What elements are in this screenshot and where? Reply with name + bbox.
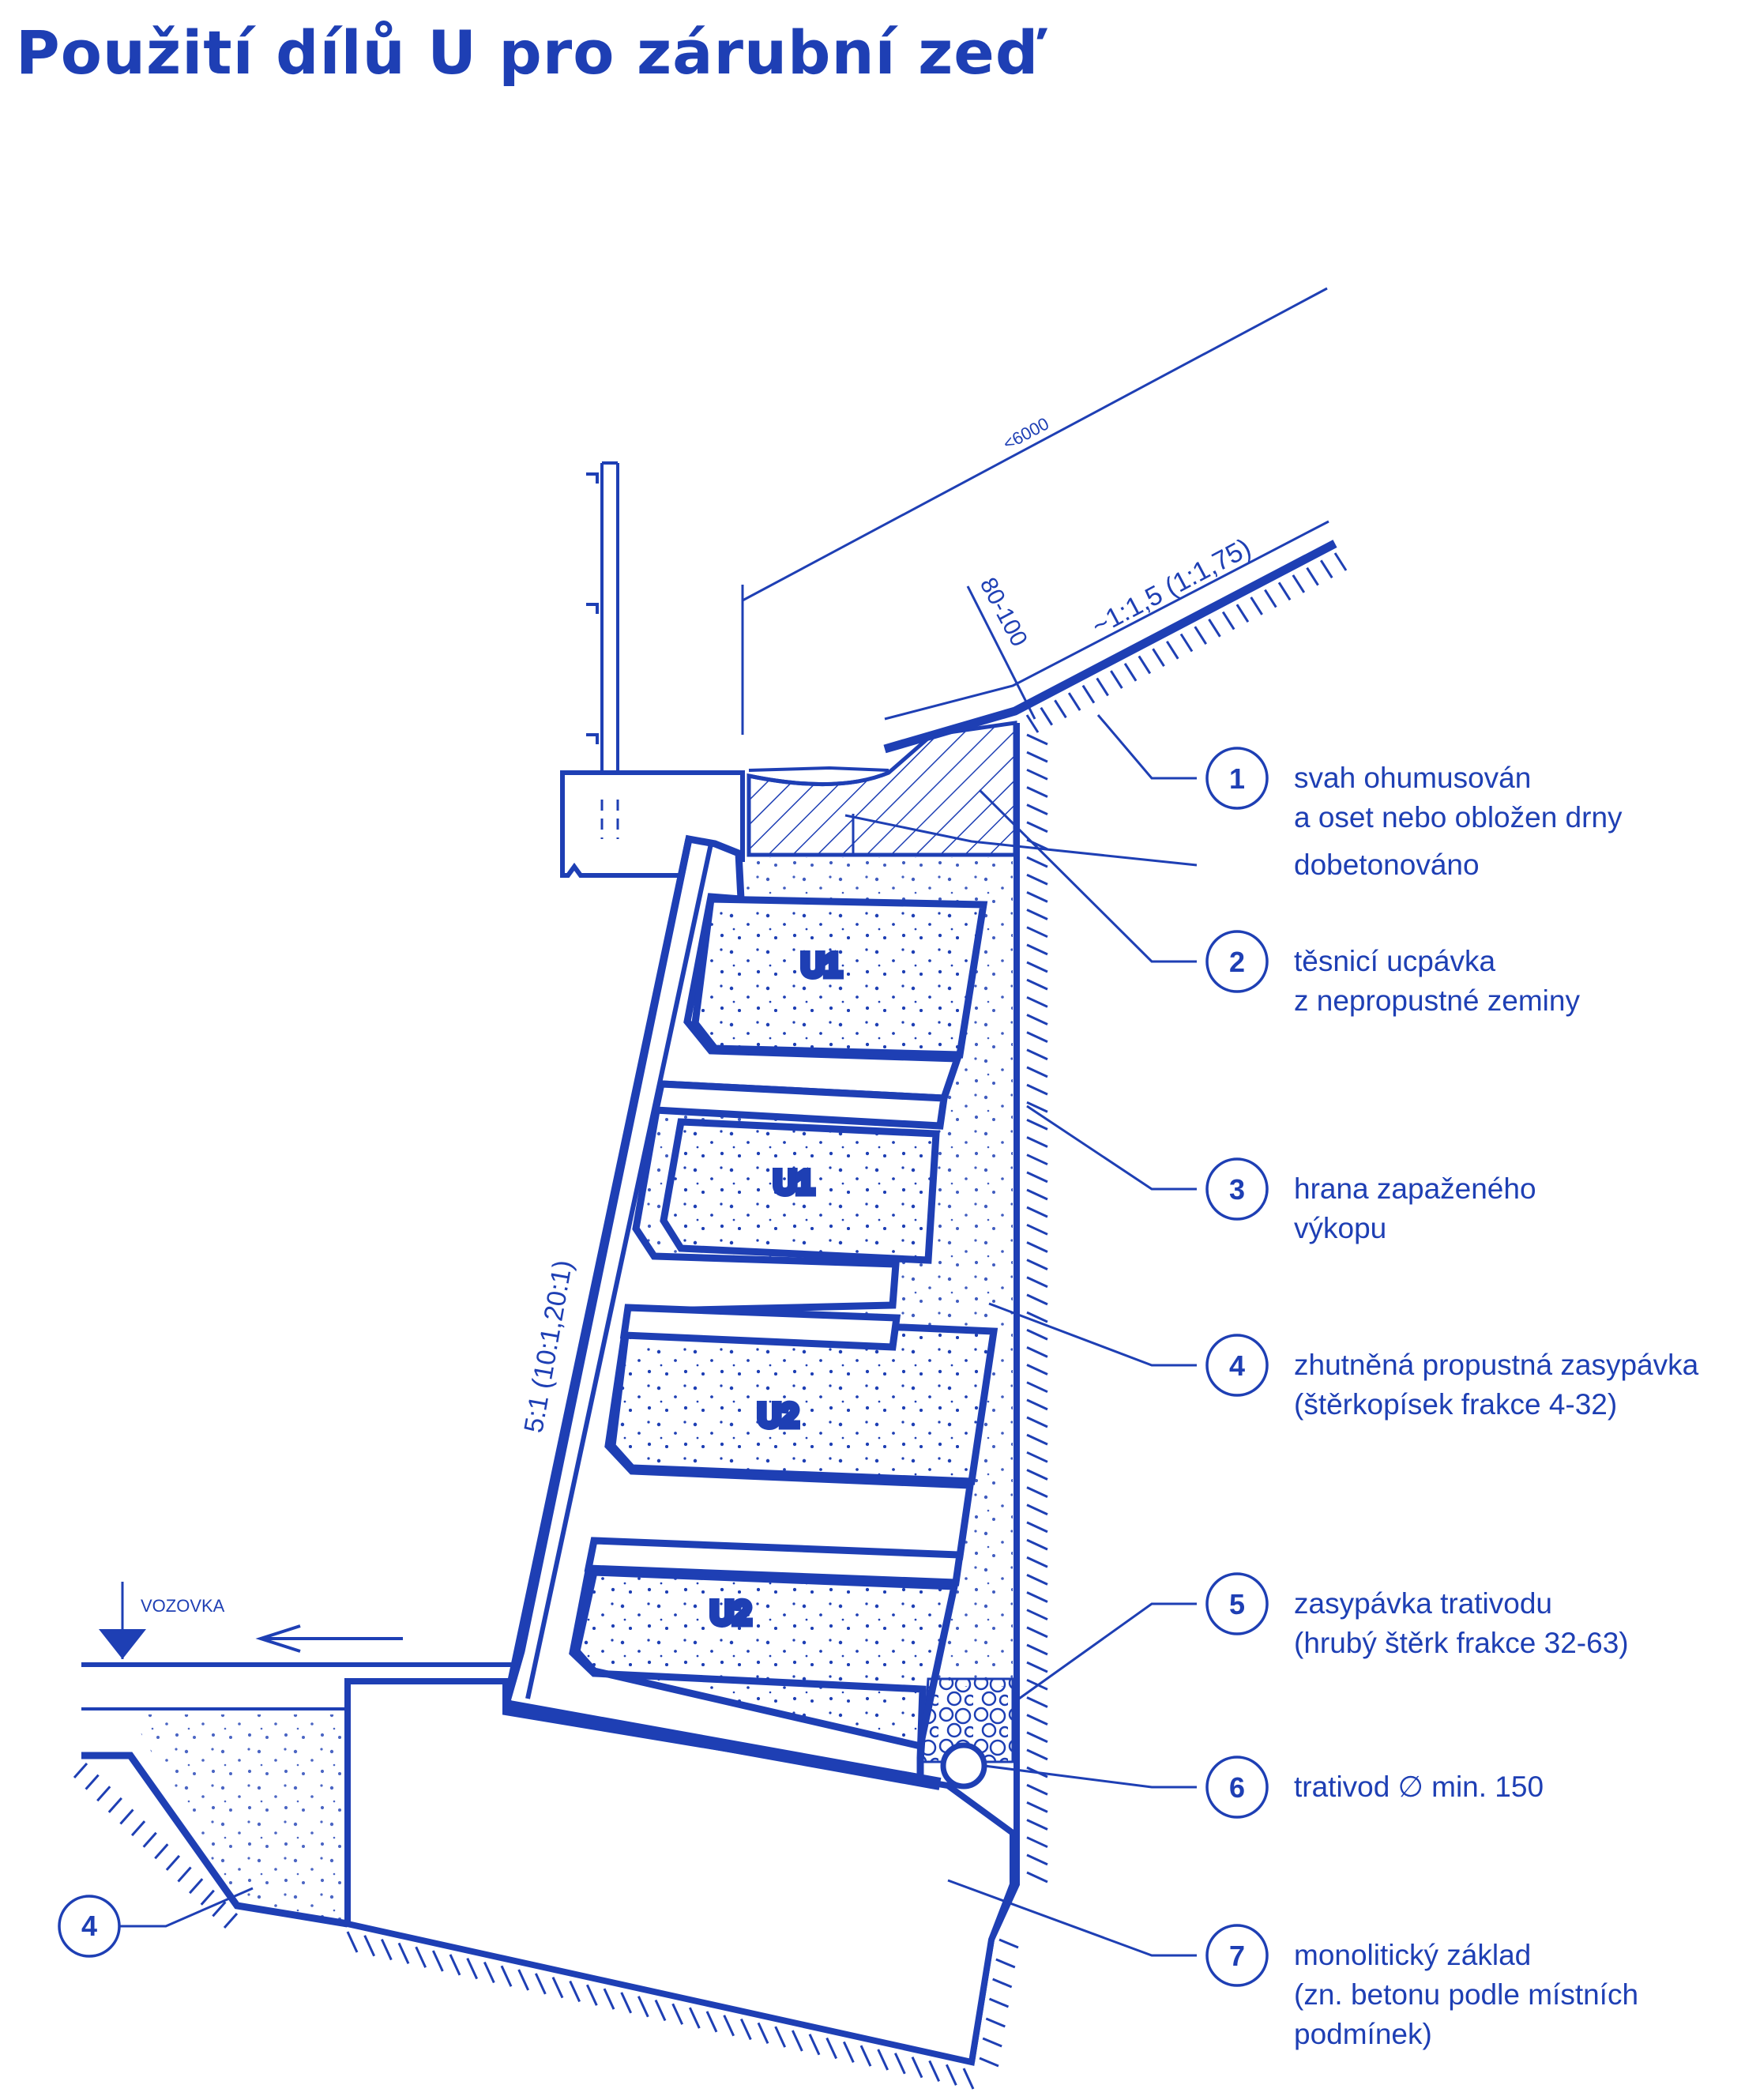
callout-1: 1 svah ohumusován a oset nebo obložen drny — [1205, 747, 1623, 834]
drain-pipe — [940, 1742, 987, 1790]
callout-5: 5 zasypávka trativodu (hrubý štěrk frakce … — [1205, 1572, 1629, 1659]
callout-circle — [1205, 1157, 1269, 1221]
road-level-marker — [99, 1629, 146, 1659]
length-dimension: <6000 — [1000, 413, 1052, 453]
u-block-4 — [573, 1568, 959, 1751]
callout-circle — [1205, 747, 1269, 810]
callout-7: 7 monolitický základ (zn. betonu podle mís… — [1205, 1924, 1638, 2050]
callout-number: 7 — [1229, 1940, 1245, 1972]
u-block-2 — [660, 1118, 940, 1264]
u-block-label: U2 — [758, 1398, 798, 1433]
page-title: Použití dílů U pro zárubní zeď — [16, 17, 1040, 88]
dimension-lines — [741, 287, 1328, 735]
callout-text: (hrubý štěrk frakce 32-63) — [1294, 1627, 1629, 1659]
callout-circle — [1205, 1756, 1269, 1819]
callout-circle — [1205, 1334, 1269, 1397]
callout-text: těsnicí ucpávka — [1294, 945, 1495, 977]
callout-2: 2 těsnicí ucpávka z nepropustné zeminy — [1205, 930, 1580, 1017]
callout-circle — [1205, 1924, 1269, 1987]
callout-number: 5 — [1229, 1588, 1245, 1620]
callout-6: 6 trativod ∅ min. 150 — [1205, 1756, 1544, 1819]
drainage-direction-arrow — [255, 1624, 403, 1653]
u-block-1 — [691, 895, 988, 1059]
callout-number: 1 — [1229, 762, 1245, 795]
callout-text: trativod ∅ min. 150 — [1294, 1771, 1544, 1803]
callout-list: 1 svah ohumusován a oset nebo obložen drny… — [1205, 747, 1699, 2050]
callout-number: 6 — [1229, 1771, 1245, 1804]
callout-note: dobetonováno — [1294, 849, 1480, 881]
ditch-line — [81, 1752, 348, 1928]
callout-number: 4 — [1229, 1349, 1245, 1382]
infill-top-line — [748, 766, 889, 772]
callout-text: z nepropustné zeminy — [1294, 984, 1580, 1017]
soil-hatching — [73, 552, 1348, 2090]
u-block-label: U2 — [710, 1596, 750, 1631]
slope-surface-line — [883, 540, 1337, 754]
callout-text: a oset nebo obložen drny — [1294, 801, 1623, 834]
foundation — [344, 1678, 1016, 2066]
u-block-label: U1 — [801, 948, 841, 983]
callout-number: 3 — [1229, 1173, 1245, 1206]
infill-concrete — [746, 721, 1017, 857]
infill-top-curve — [748, 770, 889, 787]
topsoil-dimension: 80-100 — [975, 574, 1032, 651]
callout-text: podmínek) — [1294, 2018, 1432, 2050]
callout-text: hrana zapaženého — [1294, 1172, 1536, 1205]
callout-text: (zn. betonu podle místních — [1294, 1978, 1638, 2011]
u-block-label: U1 — [773, 1165, 814, 1200]
callout-circle — [1205, 1572, 1269, 1635]
callout-text: zasypávka trativodu — [1294, 1587, 1552, 1620]
left-callout-number: 4 — [81, 1910, 97, 1942]
callout-text: svah ohumusován — [1294, 762, 1531, 794]
u-block-3 — [608, 1312, 998, 1485]
road-label: VOZOVKA — [141, 1596, 225, 1616]
leader-lines — [118, 714, 1198, 1957]
callout-text: monolitický základ — [1294, 1939, 1531, 1971]
callout-4: 4 zhutněná propustná zasypávka (štěrkopíse… — [1205, 1334, 1699, 1421]
callout-3: 3 hrana zapaženého výkopu — [1205, 1157, 1536, 1244]
callout-text: (štěrkopísek frakce 4-32) — [1294, 1388, 1617, 1421]
callout-number: 2 — [1229, 946, 1245, 978]
callout-text: zhutněná propustná zasypávka — [1294, 1349, 1699, 1381]
left-callout: 4 — [58, 1895, 121, 1958]
callout-text: výkopu — [1294, 1212, 1386, 1244]
road-subgrade — [130, 1714, 348, 1921]
callout-circle — [1205, 930, 1269, 993]
callout-text: dobetonováno — [1294, 849, 1480, 881]
